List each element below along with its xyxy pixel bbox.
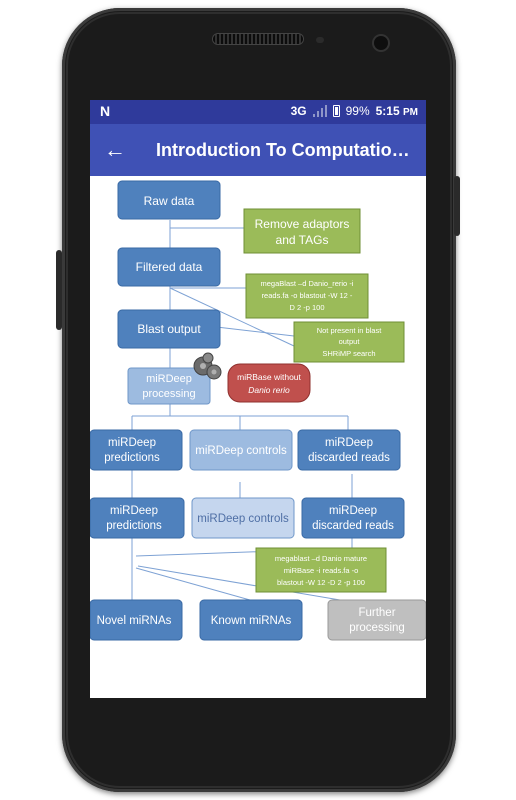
mirdeep-processing-line-2: processing <box>142 388 195 400</box>
megablast-command-2 <box>255 547 387 593</box>
filtered-data-label: Filtered data <box>136 260 203 274</box>
mirbase-line-2: Danio rerio <box>248 385 290 395</box>
megablast-1-line-2: reads.fa -o blastout -W 12 - <box>262 291 353 300</box>
raw-data-label: Raw data <box>144 194 195 208</box>
megablast-2-line-2: miRBase -i reads.fa -o <box>284 566 359 575</box>
megablast-1-line-1: megaBlast –d Danio_rerio -i <box>261 279 354 288</box>
clock: 5:15 PM <box>376 104 418 118</box>
raw-data-node <box>117 180 221 220</box>
remove-adaptors-node <box>243 208 361 254</box>
connector-lines <box>131 220 363 601</box>
notification-n-icon: N <box>100 103 111 119</box>
mirdeep-controls-node-2 <box>191 497 295 539</box>
blank-area <box>90 644 426 698</box>
remove-adaptors-label-1: Remove adaptors <box>255 217 350 231</box>
status-bar: N 3G 99% 5:15 PM <box>90 100 426 124</box>
mirdeep-predictions-node-2 <box>90 497 185 539</box>
mirbase-node <box>227 363 311 403</box>
blast-output-label: Blast output <box>137 322 201 336</box>
page-title: Introduction To Computational Biology <box>156 139 410 160</box>
controls-1-label: miRDeep controls <box>195 445 287 457</box>
app-bar: ← Introduction To Computational Biology <box>90 124 426 176</box>
discarded-2-line-1: miRDeep <box>329 505 377 517</box>
discarded-1-line-2: discarded reads <box>308 452 390 464</box>
megablast-2-line-1: megablast –d Danio mature <box>275 554 367 563</box>
known-mirnas-label: Known miRNAs <box>211 615 292 627</box>
known-mirnas-node <box>199 599 303 641</box>
mirdeep-controls-node-1 <box>189 429 293 471</box>
predictions-2-line-2: predictions <box>106 520 162 532</box>
mirdeep-processing-node <box>127 367 211 405</box>
battery-icon <box>332 105 340 117</box>
clock-ampm: PM <box>403 107 418 118</box>
predictions-1-line-1: miRDeep <box>108 437 156 449</box>
not-present-line-2: output <box>339 337 361 346</box>
megablast-2-line-3: blastout -W 12 -D 2 -p 100 <box>277 578 365 587</box>
mirdeep-predictions-node-1 <box>90 429 183 471</box>
novel-mirnas-label: Novel miRNAs <box>97 615 172 627</box>
flowchart-diagram: Raw data Remove adaptors and TAGs Filter… <box>90 180 426 641</box>
novel-mirnas-node <box>90 599 183 641</box>
status-right: 3G 99% 5:15 PM <box>291 104 418 118</box>
screen: N 3G 99% 5:15 PM ← Introduction To Compu… <box>90 100 426 698</box>
clock-time: 5:15 <box>375 104 400 118</box>
diagram-image: Raw data Remove adaptors and TAGs Filter… <box>90 176 426 644</box>
megablast-1-line-3: D 2 -p 100 <box>289 303 324 312</box>
not-present-line-1: Not present in blast <box>317 326 383 335</box>
mirdeep-discarded-node-1 <box>297 429 401 471</box>
battery-percent: 99% <box>345 104 370 118</box>
controls-2-label: miRDeep controls <box>197 513 289 525</box>
blast-output-node <box>117 309 221 349</box>
volume-button <box>56 250 62 330</box>
discarded-2-line-2: discarded reads <box>312 520 394 532</box>
gear-icon <box>193 352 222 380</box>
back-button[interactable]: ← <box>90 124 140 176</box>
proximity-sensor <box>316 37 324 43</box>
arrow-left-icon: ← <box>104 137 126 162</box>
earpiece-speaker <box>213 34 303 44</box>
mirdeep-processing-line-1: miRDeep <box>146 373 192 385</box>
further-processing-line-2: processing <box>349 622 405 634</box>
filtered-data-node <box>117 247 221 287</box>
mirdeep-discarded-node-2 <box>301 497 405 539</box>
further-processing-line-1: Further <box>358 607 395 619</box>
signal-icon <box>312 105 327 117</box>
remove-adaptors-label-2: and TAGs <box>276 233 329 247</box>
predictions-2-line-1: miRDeep <box>110 505 158 517</box>
mirbase-line-1: miRBase without <box>237 372 301 382</box>
not-present-node <box>293 321 405 363</box>
further-processing-node <box>327 599 426 641</box>
network-type: 3G <box>290 104 307 118</box>
megablast-command-1 <box>245 273 369 319</box>
power-button <box>454 176 460 236</box>
front-camera-icon <box>374 36 388 50</box>
discarded-1-line-1: miRDeep <box>325 437 373 449</box>
predictions-1-line-2: predictions <box>104 452 160 464</box>
not-present-line-3: SHRiMP search <box>322 349 375 358</box>
